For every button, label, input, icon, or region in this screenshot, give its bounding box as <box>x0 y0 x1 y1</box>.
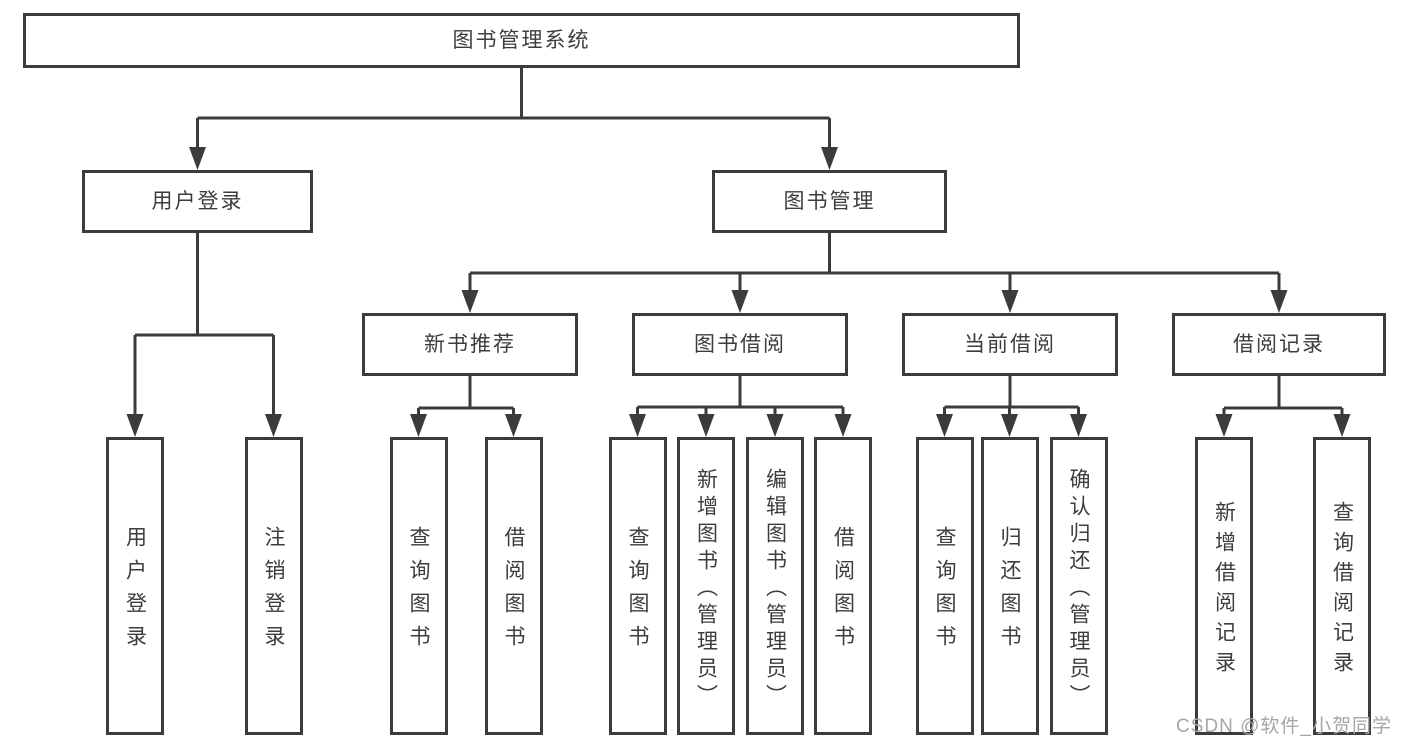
node-book-borrow: 图书借阅 <box>632 313 848 376</box>
arrowhead-icon <box>461 290 479 313</box>
node-root: 图书管理系统 <box>23 13 1020 68</box>
leaf-label: 借阅图书 <box>831 526 855 658</box>
node-leaf-logout: 注销登录 <box>244 437 303 735</box>
arrowhead-icon <box>265 414 282 437</box>
arrowhead-icon <box>126 414 144 437</box>
arrowhead-icon <box>189 147 206 170</box>
arrowhead-icon <box>697 414 715 437</box>
leaf-label: 查询图书 <box>407 526 430 658</box>
leaf-label: 查询图书 <box>933 526 956 658</box>
node-borrow-records: 借阅记录 <box>1172 313 1386 376</box>
node-leaf-edit-book-admin: 编辑图书（管理员） <box>746 437 804 735</box>
node-leaf-borrow-books-borrow: 借阅图书 <box>814 437 872 735</box>
arrowhead-icon <box>766 414 784 437</box>
node-leaf-add-borrow-record: 新增借阅记录 <box>1195 437 1253 735</box>
arrowhead-icon <box>410 414 427 437</box>
connector-records-to-children <box>1222 376 1344 418</box>
csdn-watermark: CSDN @软件_小贺同学 <box>1176 716 1392 737</box>
node-leaf-query-books-recommend: 查询图书 <box>389 437 448 735</box>
leaf-label: 确认归还（管理员） <box>1067 467 1090 711</box>
leaf-label: 注销登录 <box>262 526 285 658</box>
arrowhead-icon <box>936 414 953 437</box>
node-user-login: 用户登录 <box>82 170 313 233</box>
connector-management-to-modules <box>468 233 1281 293</box>
leaf-label: 用户登录 <box>123 526 147 658</box>
connector-root-to-level2 <box>196 68 831 150</box>
arrowhead-icon <box>1001 290 1019 313</box>
leaf-label: 查询借阅记录 <box>1330 500 1354 681</box>
node-leaf-query-borrow-record: 查询借阅记录 <box>1313 437 1371 735</box>
arrowhead-icon <box>1070 414 1087 437</box>
node-leaf-query-books-borrow: 查询图书 <box>608 437 667 735</box>
node-new-book-recommend: 新书推荐 <box>362 313 578 376</box>
node-leaf-return-book: 归还图书 <box>980 437 1039 735</box>
arrowhead-icon <box>1001 414 1018 437</box>
arrowhead-icon <box>821 147 838 170</box>
node-book-management: 图书管理 <box>712 170 947 233</box>
leaf-label: 新增借阅记录 <box>1212 500 1236 681</box>
connector-borrow-to-children <box>636 376 845 418</box>
leaf-label: 借阅图书 <box>502 526 525 658</box>
arrowhead-icon <box>629 414 646 437</box>
node-leaf-add-book-admin: 新增图书（管理员） <box>677 437 735 735</box>
connector-login-to-children <box>133 233 275 418</box>
arrowhead-icon <box>1333 414 1351 437</box>
node-leaf-confirm-return-admin: 确认归还（管理员） <box>1049 437 1108 735</box>
arrowhead-icon <box>1270 290 1288 313</box>
leaf-label: 新增图书（管理员） <box>694 467 718 711</box>
leaf-label: 编辑图书（管理员） <box>763 467 787 711</box>
arrowhead-icon <box>731 290 749 313</box>
leaf-label: 归还图书 <box>998 526 1021 658</box>
connector-recommend-to-children <box>417 376 515 418</box>
node-leaf-query-books-current: 查询图书 <box>915 437 974 735</box>
node-current-borrow: 当前借阅 <box>902 313 1118 376</box>
arrowhead-icon <box>834 414 852 437</box>
node-leaf-user-login: 用户登录 <box>106 437 164 735</box>
connector-current-to-children <box>943 376 1080 418</box>
node-leaf-borrow-books-recommend: 借阅图书 <box>484 437 543 735</box>
arrowhead-icon <box>1215 414 1233 437</box>
arrowhead-icon <box>505 414 522 437</box>
leaf-label: 查询图书 <box>626 526 649 658</box>
